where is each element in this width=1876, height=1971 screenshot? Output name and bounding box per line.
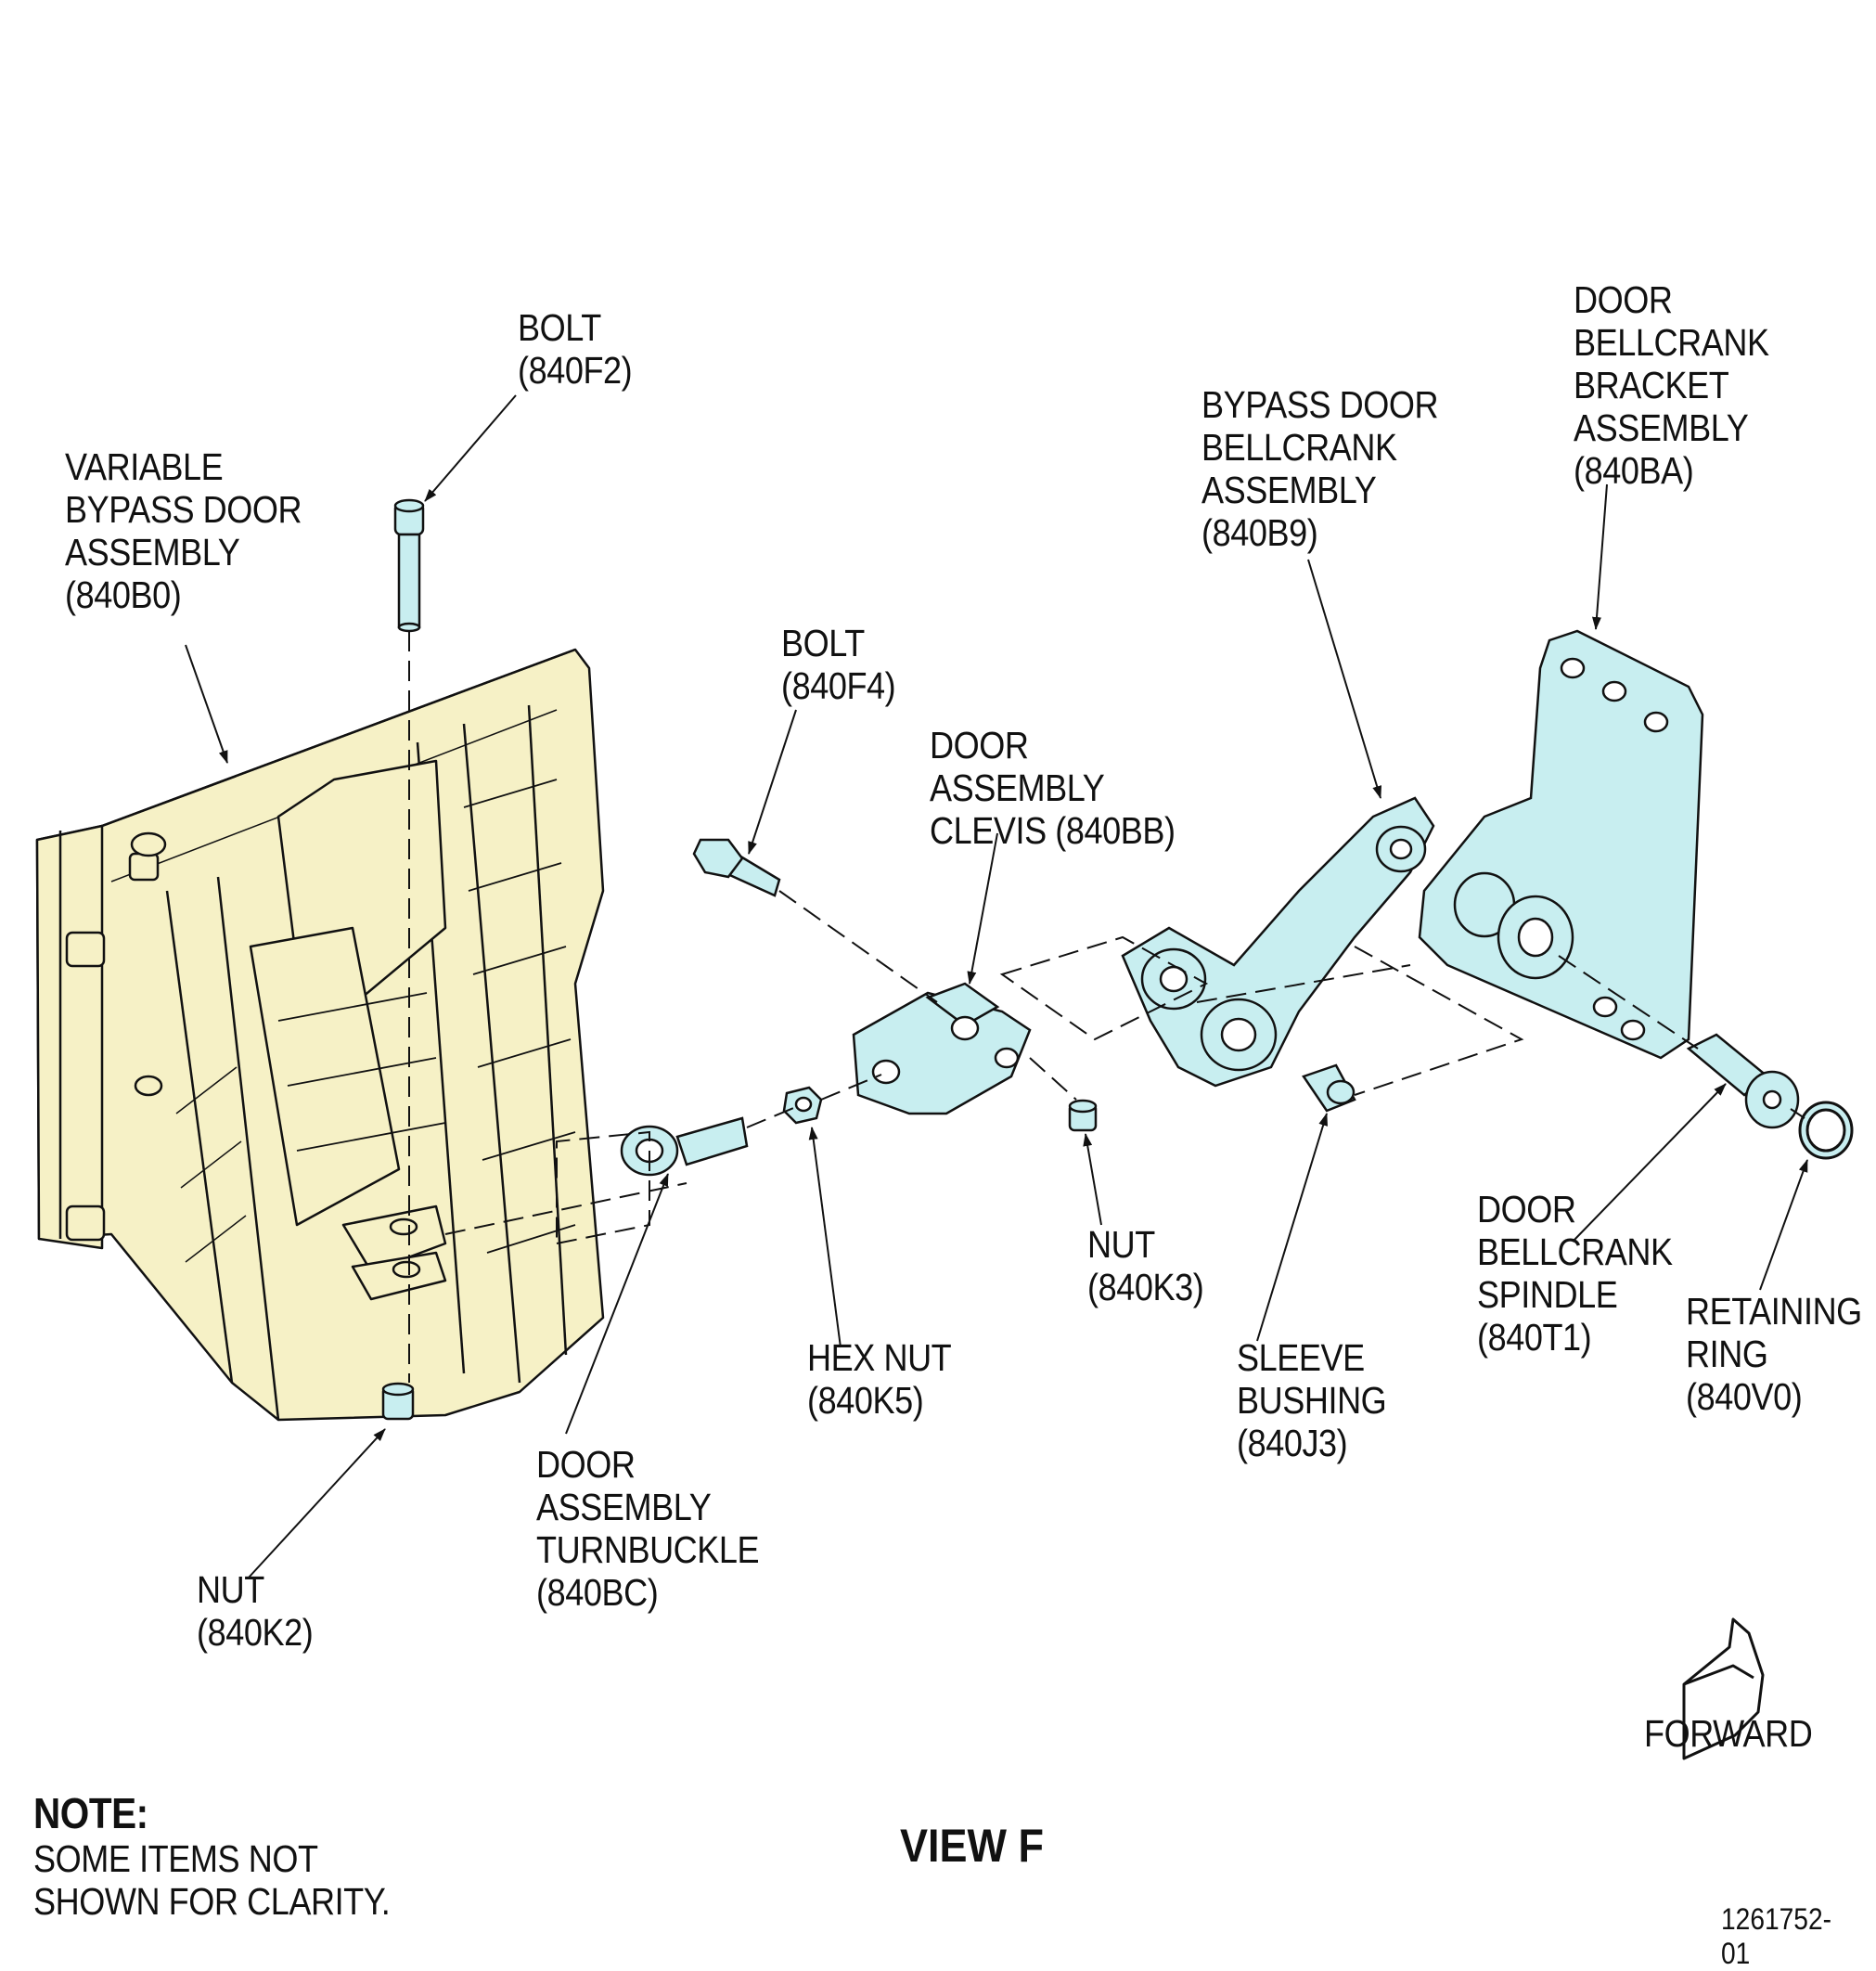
label-nut-840k2: NUT(840K2)	[197, 1568, 314, 1654]
nut-840k3-part	[1068, 1099, 1098, 1132]
label-hex-nut-840k5: HEX NUT(840K5)	[807, 1336, 952, 1422]
sleeve-bushing-840j3-part	[1302, 1063, 1356, 1113]
label-bolt-840f4: BOLT(840F4)	[781, 622, 896, 707]
door-bellcrank-bracket-840ba-part	[1418, 629, 1704, 1060]
forward-arrow-icon	[1682, 1617, 1765, 1760]
label-nut-840k3: NUT(840K3)	[1087, 1223, 1204, 1308]
leader-lines	[185, 394, 1808, 1578]
door-assembly-clevis-840bb-part	[852, 982, 1032, 1115]
document-number: 1261752-01	[1721, 1902, 1832, 1970]
retaining-ring-840v0-part	[1798, 1101, 1854, 1160]
bolt-840f4-part	[692, 838, 781, 897]
nut-840k2-part	[381, 1382, 415, 1421]
door-bellcrank-spindle-840t1-part	[1686, 1033, 1800, 1129]
note-heading: NOTE:	[33, 1789, 148, 1837]
note-line-1: SOME ITEMS NOT	[33, 1837, 318, 1880]
note-line-2: SHOWN FOR CLARITY.	[33, 1880, 391, 1923]
hex-nut-840k5-part	[782, 1086, 823, 1125]
bypass-door-bellcrank-840b9-part	[1121, 796, 1435, 1088]
view-title: VIEW F	[900, 1820, 1044, 1872]
assembly-dashed-lines	[444, 890, 1805, 1245]
bolt-840f2-part	[393, 498, 425, 633]
variable-bypass-door-assembly	[35, 648, 605, 1422]
label-bolt-840f2: BOLT(840F2)	[518, 306, 633, 392]
note-block: NOTE: SOME ITEMS NOT SHOWN FOR CLARITY.	[33, 1789, 391, 1923]
forward-label: FORWARD	[1644, 1712, 1813, 1755]
turnbuckle-840bc-part	[620, 1116, 749, 1177]
